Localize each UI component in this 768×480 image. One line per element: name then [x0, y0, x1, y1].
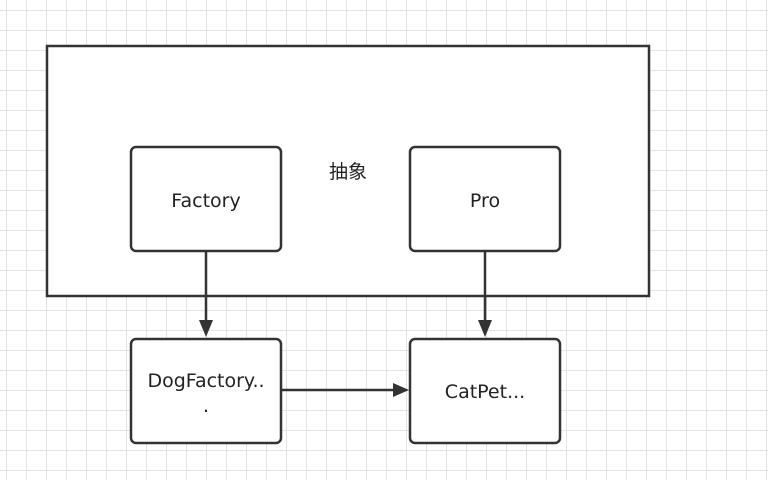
node-factory-box[interactable]	[129, 145, 283, 253]
node-dogfactory-label-line1: DogFactory..	[147, 370, 264, 392]
node-factory-label: Factory	[171, 190, 240, 212]
abstract-group-label: 抽象	[329, 161, 367, 183]
node-pro[interactable]: Pro	[408, 145, 562, 253]
node-dogfactory-label-line2: .	[203, 395, 209, 417]
node-factory[interactable]: Factory	[129, 145, 283, 253]
arrowhead-catpet-top	[478, 320, 492, 337]
node-dogfactory-box[interactable]	[129, 337, 283, 445]
node-catpet-box[interactable]	[408, 337, 562, 445]
arrowhead-dogfactory	[199, 320, 213, 337]
node-pro-label: Pro	[470, 190, 500, 212]
node-catpet[interactable]: CatPet...	[408, 337, 562, 445]
node-pro-box[interactable]	[408, 145, 562, 253]
node-dogfactory[interactable]: DogFactory.. .	[129, 337, 283, 445]
arrowhead-catpet-left	[393, 383, 409, 397]
node-catpet-label: CatPet...	[445, 381, 525, 403]
